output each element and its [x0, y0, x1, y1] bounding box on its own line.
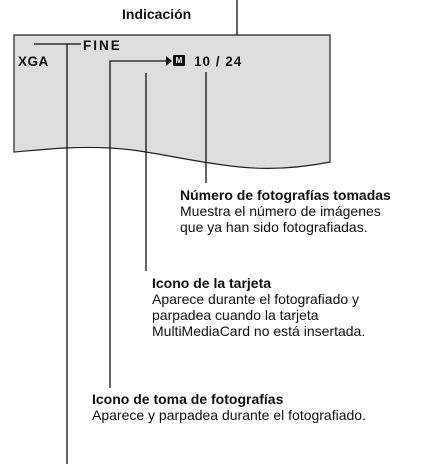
callout-text: MultiMediaCard no está insertada.: [152, 323, 366, 339]
lcd-screen: [13, 34, 331, 169]
callout-text: Muestra el número de imágenes: [180, 203, 381, 219]
callout-title: Icono de la tarjeta: [152, 275, 272, 291]
callout-shooting-icon: Icono de toma de fotografías Aparece y p…: [92, 391, 366, 423]
shot-counter: 10 / 24: [194, 54, 243, 69]
callout-title: Número de fotografías tomadas: [180, 187, 391, 203]
quality-indicator: FINE: [83, 38, 122, 53]
card-icon-letter: M: [175, 56, 183, 65]
callout-text: que ya han sido fotografiadas.: [180, 219, 368, 235]
callout-text: Aparece durante el fotografiado y: [152, 291, 360, 307]
leader-line-shooting-icon: [109, 60, 166, 388]
callout-text: Aparece y parpadea durante el fotografia…: [92, 407, 366, 423]
callout-shot-count: Número de fotografías tomadas Muestra el…: [180, 187, 391, 235]
callout-title: Icono de toma de fotografías: [92, 391, 284, 407]
arrow-icon: [166, 56, 172, 66]
page-title: Indicación: [122, 6, 192, 22]
image-size-indicator: XGA: [18, 54, 49, 69]
callout-text: parpadea cuando la tarjeta: [152, 307, 319, 323]
callout-card-icon: Icono de la tarjeta Aparece durante el f…: [152, 275, 365, 339]
card-icon: M: [173, 55, 185, 66]
